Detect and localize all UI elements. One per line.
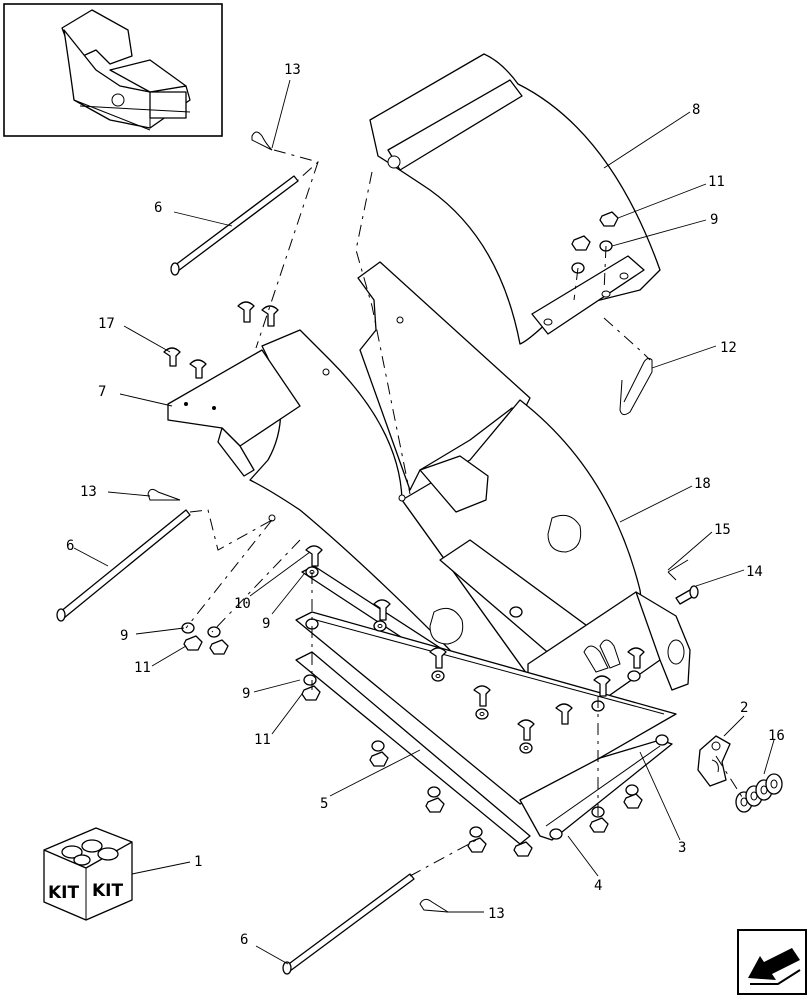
clevis-pin: [675, 585, 699, 605]
hairpin-clip-bottom: [419, 898, 449, 913]
latch-hook: [697, 735, 731, 787]
callout-4: 4: [594, 878, 602, 894]
callout-11-lower: 11: [254, 732, 271, 748]
pin-bottom: [282, 873, 415, 975]
callout-3: 3: [678, 840, 686, 856]
callout-8: 8: [692, 102, 700, 118]
callout-13-upper: 13: [284, 62, 301, 78]
hairpin-clip-left: [147, 488, 181, 501]
callout-6-upper: 6: [154, 200, 162, 216]
pin-upper: [170, 175, 299, 276]
callout-10: 10: [234, 596, 251, 612]
base-plate-bottom: [519, 739, 673, 841]
fastener-set: [163, 211, 669, 857]
kit-label-left: KIT: [48, 883, 79, 903]
hood-cover: [369, 53, 661, 345]
callout-12: 12: [720, 340, 737, 356]
callout-6-bottom: 6: [240, 932, 248, 948]
base-plate-middle: [295, 611, 677, 805]
callout-17: 17: [98, 316, 115, 332]
assembly-centerlines: [185, 149, 745, 877]
back-arrow-icon[interactable]: [737, 929, 807, 995]
callout-9-left: 9: [120, 628, 128, 644]
callout-16: 16: [768, 728, 785, 744]
callout-9-upper: 9: [710, 212, 718, 228]
callout-13-bottom: 13: [488, 906, 505, 922]
leader-lines: [73, 79, 775, 965]
spring-washers: [735, 773, 783, 813]
callout-11-left: 11: [134, 660, 151, 676]
callout-9-mid: 9: [262, 616, 270, 632]
callout-2: 2: [740, 700, 748, 716]
kit-box-icon: KIT KIT: [43, 827, 133, 921]
hairpin-clip-upper: [251, 131, 273, 151]
callout-labels: 13 6 17 7 8 11 9 12 13 6 18 15 14 10 9 9…: [66, 62, 785, 948]
callout-6-left: 6: [66, 538, 74, 554]
callout-9-lower: 9: [242, 686, 250, 702]
callout-14: 14: [746, 564, 763, 580]
callout-13-left: 13: [80, 484, 97, 500]
callout-15: 15: [714, 522, 731, 538]
pin-left: [56, 509, 191, 622]
bent-rod: [619, 357, 653, 416]
kit-label-right: KIT: [92, 881, 123, 901]
assembly-thumbnail-icon: [3, 3, 223, 137]
callout-7: 7: [98, 384, 106, 400]
lock-rod: [667, 559, 689, 581]
callout-18: 18: [694, 476, 711, 492]
callout-5: 5: [320, 796, 328, 812]
side-bracket-plate: [167, 349, 301, 477]
callout-11-upper: 11: [708, 174, 725, 190]
base-plate-lower: [295, 651, 531, 845]
callout-1: 1: [194, 854, 202, 870]
